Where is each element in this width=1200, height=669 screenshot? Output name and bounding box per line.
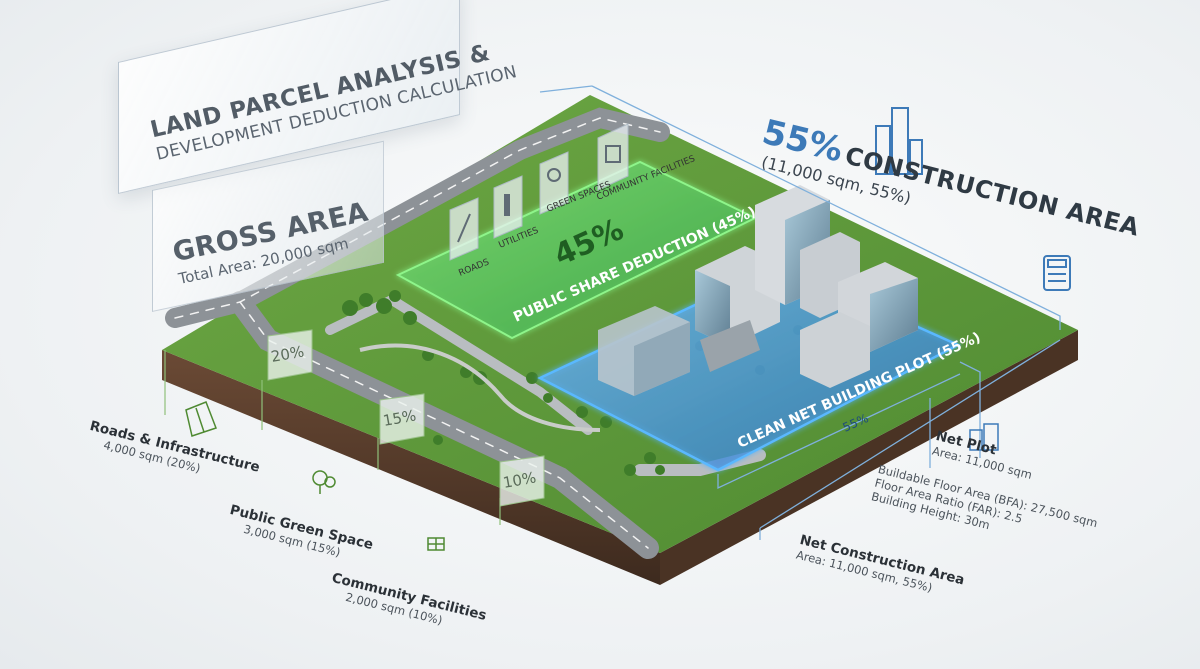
building-grid-icon (427, 537, 445, 551)
legend-icons (185, 401, 445, 551)
marker-20: 20% (270, 342, 306, 366)
roads-category-icon (449, 197, 479, 261)
percent-markers (267, 329, 545, 507)
marker-15: 15% (382, 406, 418, 430)
calculator-icon (1043, 255, 1071, 291)
marker-10: 10% (502, 468, 538, 492)
green-spaces-category-icon (539, 151, 569, 215)
dimension-lines (539, 85, 1061, 540)
community-facilities-category-icon (597, 123, 629, 191)
buildings (598, 185, 918, 396)
road-icon (185, 401, 217, 437)
tree-icon (312, 470, 336, 494)
utilities-category-icon (493, 175, 523, 239)
building-outline-icon (969, 423, 999, 451)
category-icons (449, 123, 629, 261)
city-icon (875, 107, 923, 175)
soil-left-side (162, 350, 660, 585)
park-path (359, 343, 601, 432)
